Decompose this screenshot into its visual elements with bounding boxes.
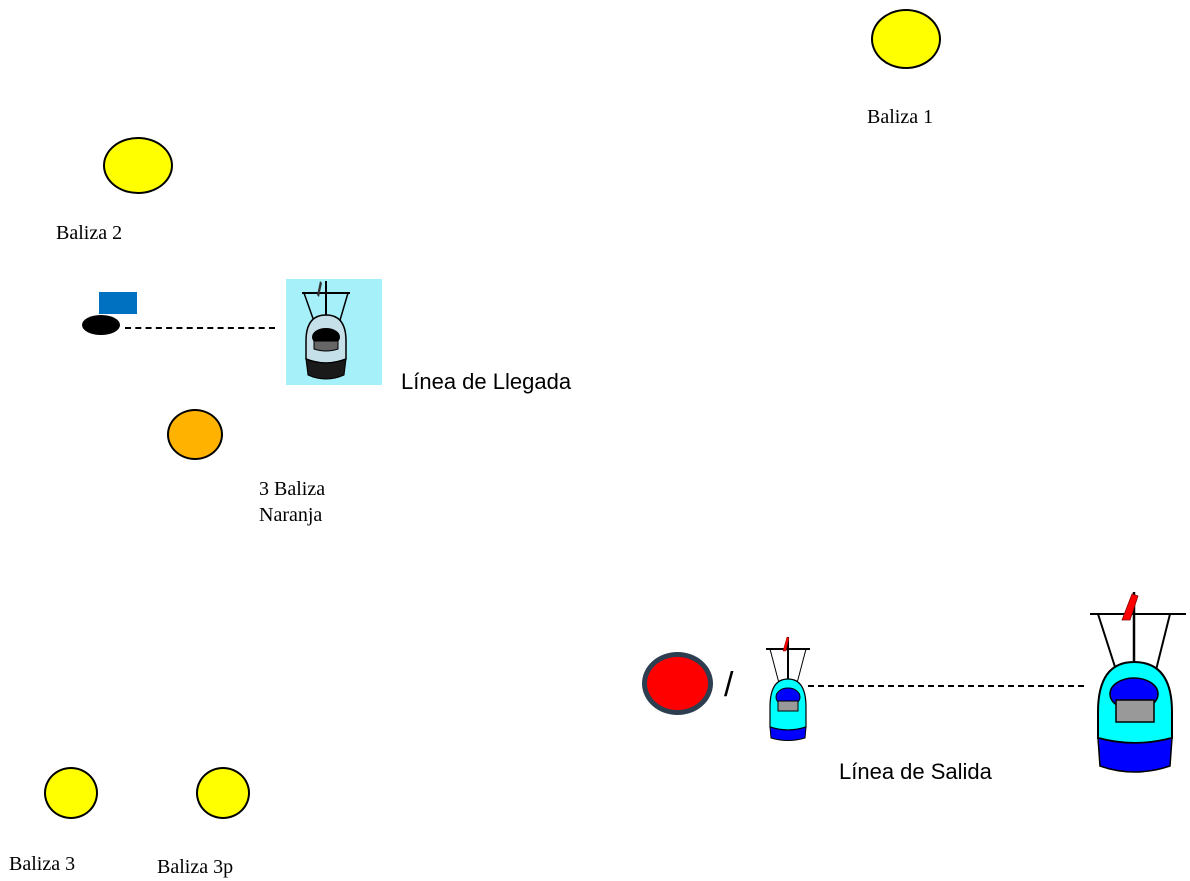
baliza-naranja-buoy [167, 409, 223, 460]
baliza-naranja-label-line2: Naranja [259, 504, 323, 526]
baliza-1-label: Baliza 1 [867, 106, 934, 128]
baliza-1-buoy [871, 9, 941, 69]
start-red-buoy [642, 652, 713, 715]
baliza-3p-buoy [196, 767, 250, 819]
committee-boat-icon [302, 281, 350, 380]
pin-buoy-icon [82, 315, 120, 335]
start-line-label: Línea de Salida [839, 759, 992, 784]
finish-line-label: Línea de Llegada [401, 369, 572, 394]
baliza-3-buoy [44, 767, 98, 819]
blue-flag-icon [99, 292, 137, 314]
baliza-naranja-label-line1: 3 Baliza [259, 478, 326, 500]
start-line-dashes [808, 685, 1084, 687]
finish-committee-boat [286, 279, 382, 385]
baliza-3-label: Baliza 3 [9, 853, 76, 875]
finish-line-dashes [125, 327, 275, 329]
baliza-2-label: Baliza 2 [56, 222, 123, 244]
baliza-2-buoy [103, 137, 173, 194]
small-boat-icon [766, 636, 810, 741]
start-committee-boat [1090, 592, 1186, 773]
start-separator-slash: / [724, 666, 734, 704]
baliza-3p-label: Baliza 3p [157, 856, 234, 878]
